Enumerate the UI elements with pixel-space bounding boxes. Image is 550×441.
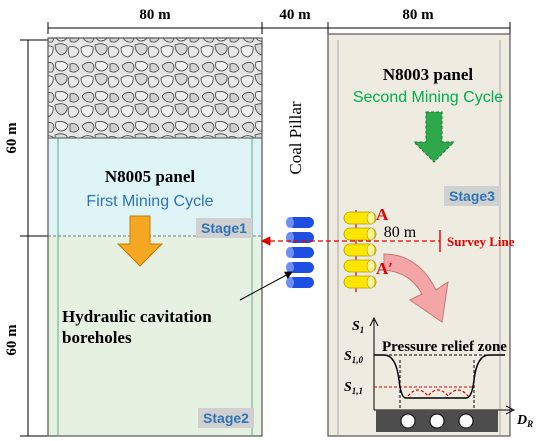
top-dimension — [47, 22, 511, 34]
dim-pillar-width: 40 m — [279, 7, 311, 23]
borehole-leader-arrow — [239, 271, 293, 301]
inset-level-low-sub: 1,1 — [352, 386, 363, 396]
borehole-label-line2: boreholes — [62, 328, 132, 347]
svg-text:S1,0: S1,0 — [344, 349, 364, 365]
dim-right-width: 80 m — [402, 7, 434, 23]
pillar-label: Coal Pillar — [286, 101, 305, 175]
inset-x-axis-label: D — [516, 413, 527, 428]
inset-level-high-label: S — [344, 349, 352, 364]
point-a-label: A — [376, 205, 389, 224]
left-panel — [47, 37, 263, 437]
svg-text:S1: S1 — [352, 319, 364, 335]
right-panel-cycle: Second Mining Cycle — [353, 89, 503, 106]
right-panel-name: N8003 panel — [383, 65, 473, 84]
inset-y-axis-label: S — [352, 319, 360, 334]
left-dimension — [20, 39, 48, 437]
stage2-label: Stage2 — [203, 410, 249, 426]
point-a-prime-label: A′ — [376, 259, 393, 278]
pressure-relief-inset — [369, 316, 516, 432]
survey-line-label: Survey Line — [447, 234, 515, 249]
blue-boreholes — [286, 217, 314, 288]
inset-level-low-label: S — [344, 380, 352, 395]
inset-title: Pressure relief zone — [382, 339, 507, 355]
first-cycle-arrow — [116, 215, 164, 267]
survey-distance: 80 m — [384, 224, 417, 241]
svg-text:DR: DR — [516, 413, 533, 429]
borehole-label-line1: Hydraulic cavitation — [62, 307, 212, 326]
inset-x-axis-sub: R — [526, 419, 533, 429]
dim-lower-height: 60 m — [4, 324, 20, 356]
yellow-boreholes — [343, 210, 377, 292]
inset-level-high-sub: 1,0 — [352, 355, 364, 365]
stage3-label: Stage3 — [449, 188, 495, 204]
left-panel-name: N8005 panel — [105, 167, 195, 186]
inset-pointer-arrow — [383, 253, 449, 323]
second-cycle-arrow — [412, 111, 456, 163]
svg-text:S1,1: S1,1 — [344, 380, 363, 396]
dim-upper-height: 60 m — [4, 122, 20, 154]
stage1-label: Stage1 — [201, 220, 247, 236]
inset-y-axis-sub: 1 — [360, 325, 365, 335]
left-panel-cycle: First Mining Cycle — [86, 193, 213, 210]
dim-left-width: 80 m — [139, 7, 171, 23]
